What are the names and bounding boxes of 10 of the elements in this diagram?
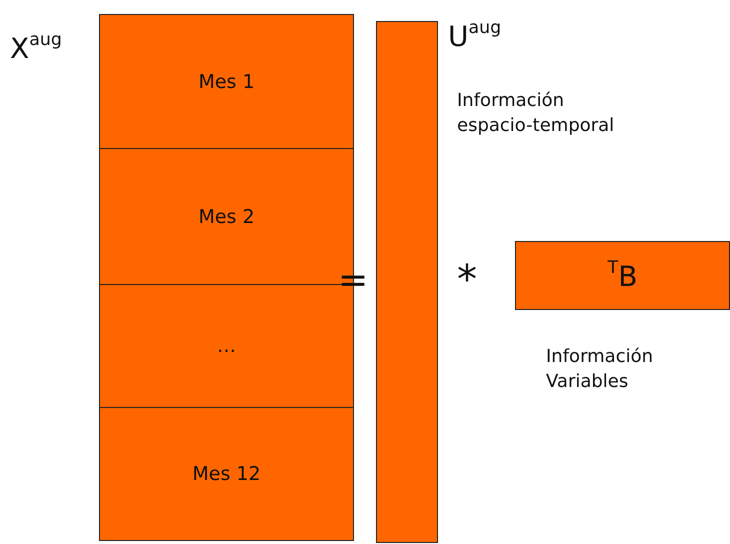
matrix-symbol: U$^{aug}$ bbox=[448, 17, 502, 56]
description-text: Información espacio-temporal bbox=[457, 89, 616, 138]
matrix-symbol: X$^{aug}$ bbox=[10, 29, 62, 68]
description-text: Información Variables bbox=[546, 345, 654, 394]
matrix-column-bar bbox=[376, 21, 438, 543]
matrix-block: Mes 1 bbox=[99, 14, 354, 149]
matrix-block: Mes 12 bbox=[99, 407, 354, 541]
matrix-block: … bbox=[99, 284, 354, 408]
operator-symbol: * bbox=[457, 256, 477, 305]
matrix-block: $^{T}$B bbox=[515, 241, 730, 310]
